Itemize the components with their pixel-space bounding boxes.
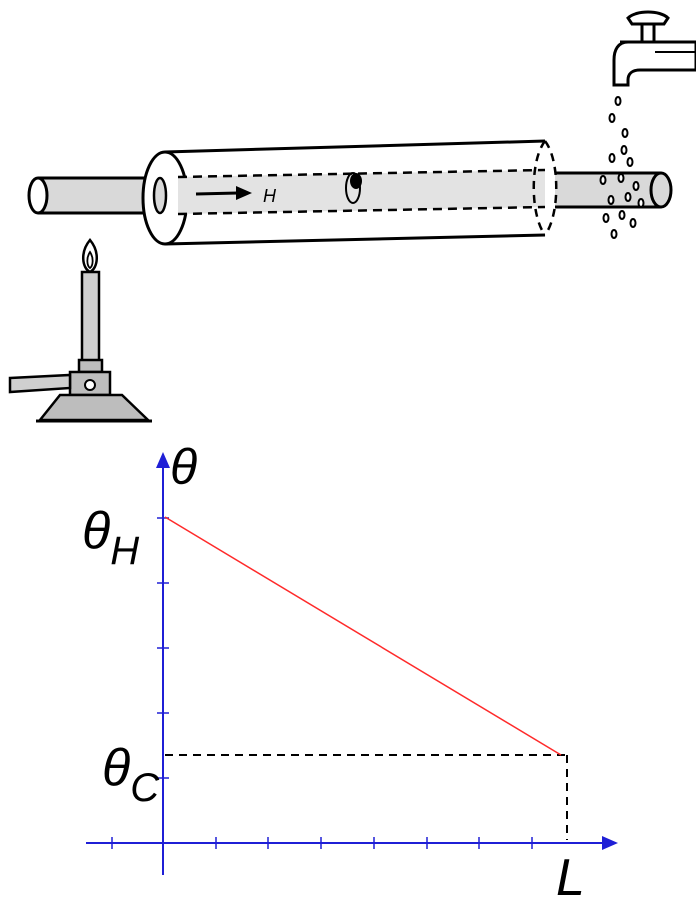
length-label: L (556, 849, 585, 901)
temperature-graph: θ θH θC L (82, 439, 618, 901)
cross-section-marker (345, 172, 362, 204)
apparatus: H (8, 10, 696, 423)
cold-temperature-label: θC (102, 739, 160, 810)
insulation-cylinder (141, 139, 558, 246)
rod-right-end (555, 171, 673, 209)
water-droplets (599, 96, 645, 239)
water-tap (612, 10, 696, 87)
bunsen-burner (8, 238, 152, 423)
y-axis (156, 452, 170, 875)
x-axis (86, 836, 618, 850)
temperature-line (164, 516, 562, 756)
heat-flow-arrow: H (195, 186, 277, 206)
hot-temperature-label: θH (82, 502, 139, 573)
rod-left-end (27, 176, 162, 215)
heat-flow-label: H (263, 186, 277, 206)
y-axis-label: θ (170, 439, 197, 495)
